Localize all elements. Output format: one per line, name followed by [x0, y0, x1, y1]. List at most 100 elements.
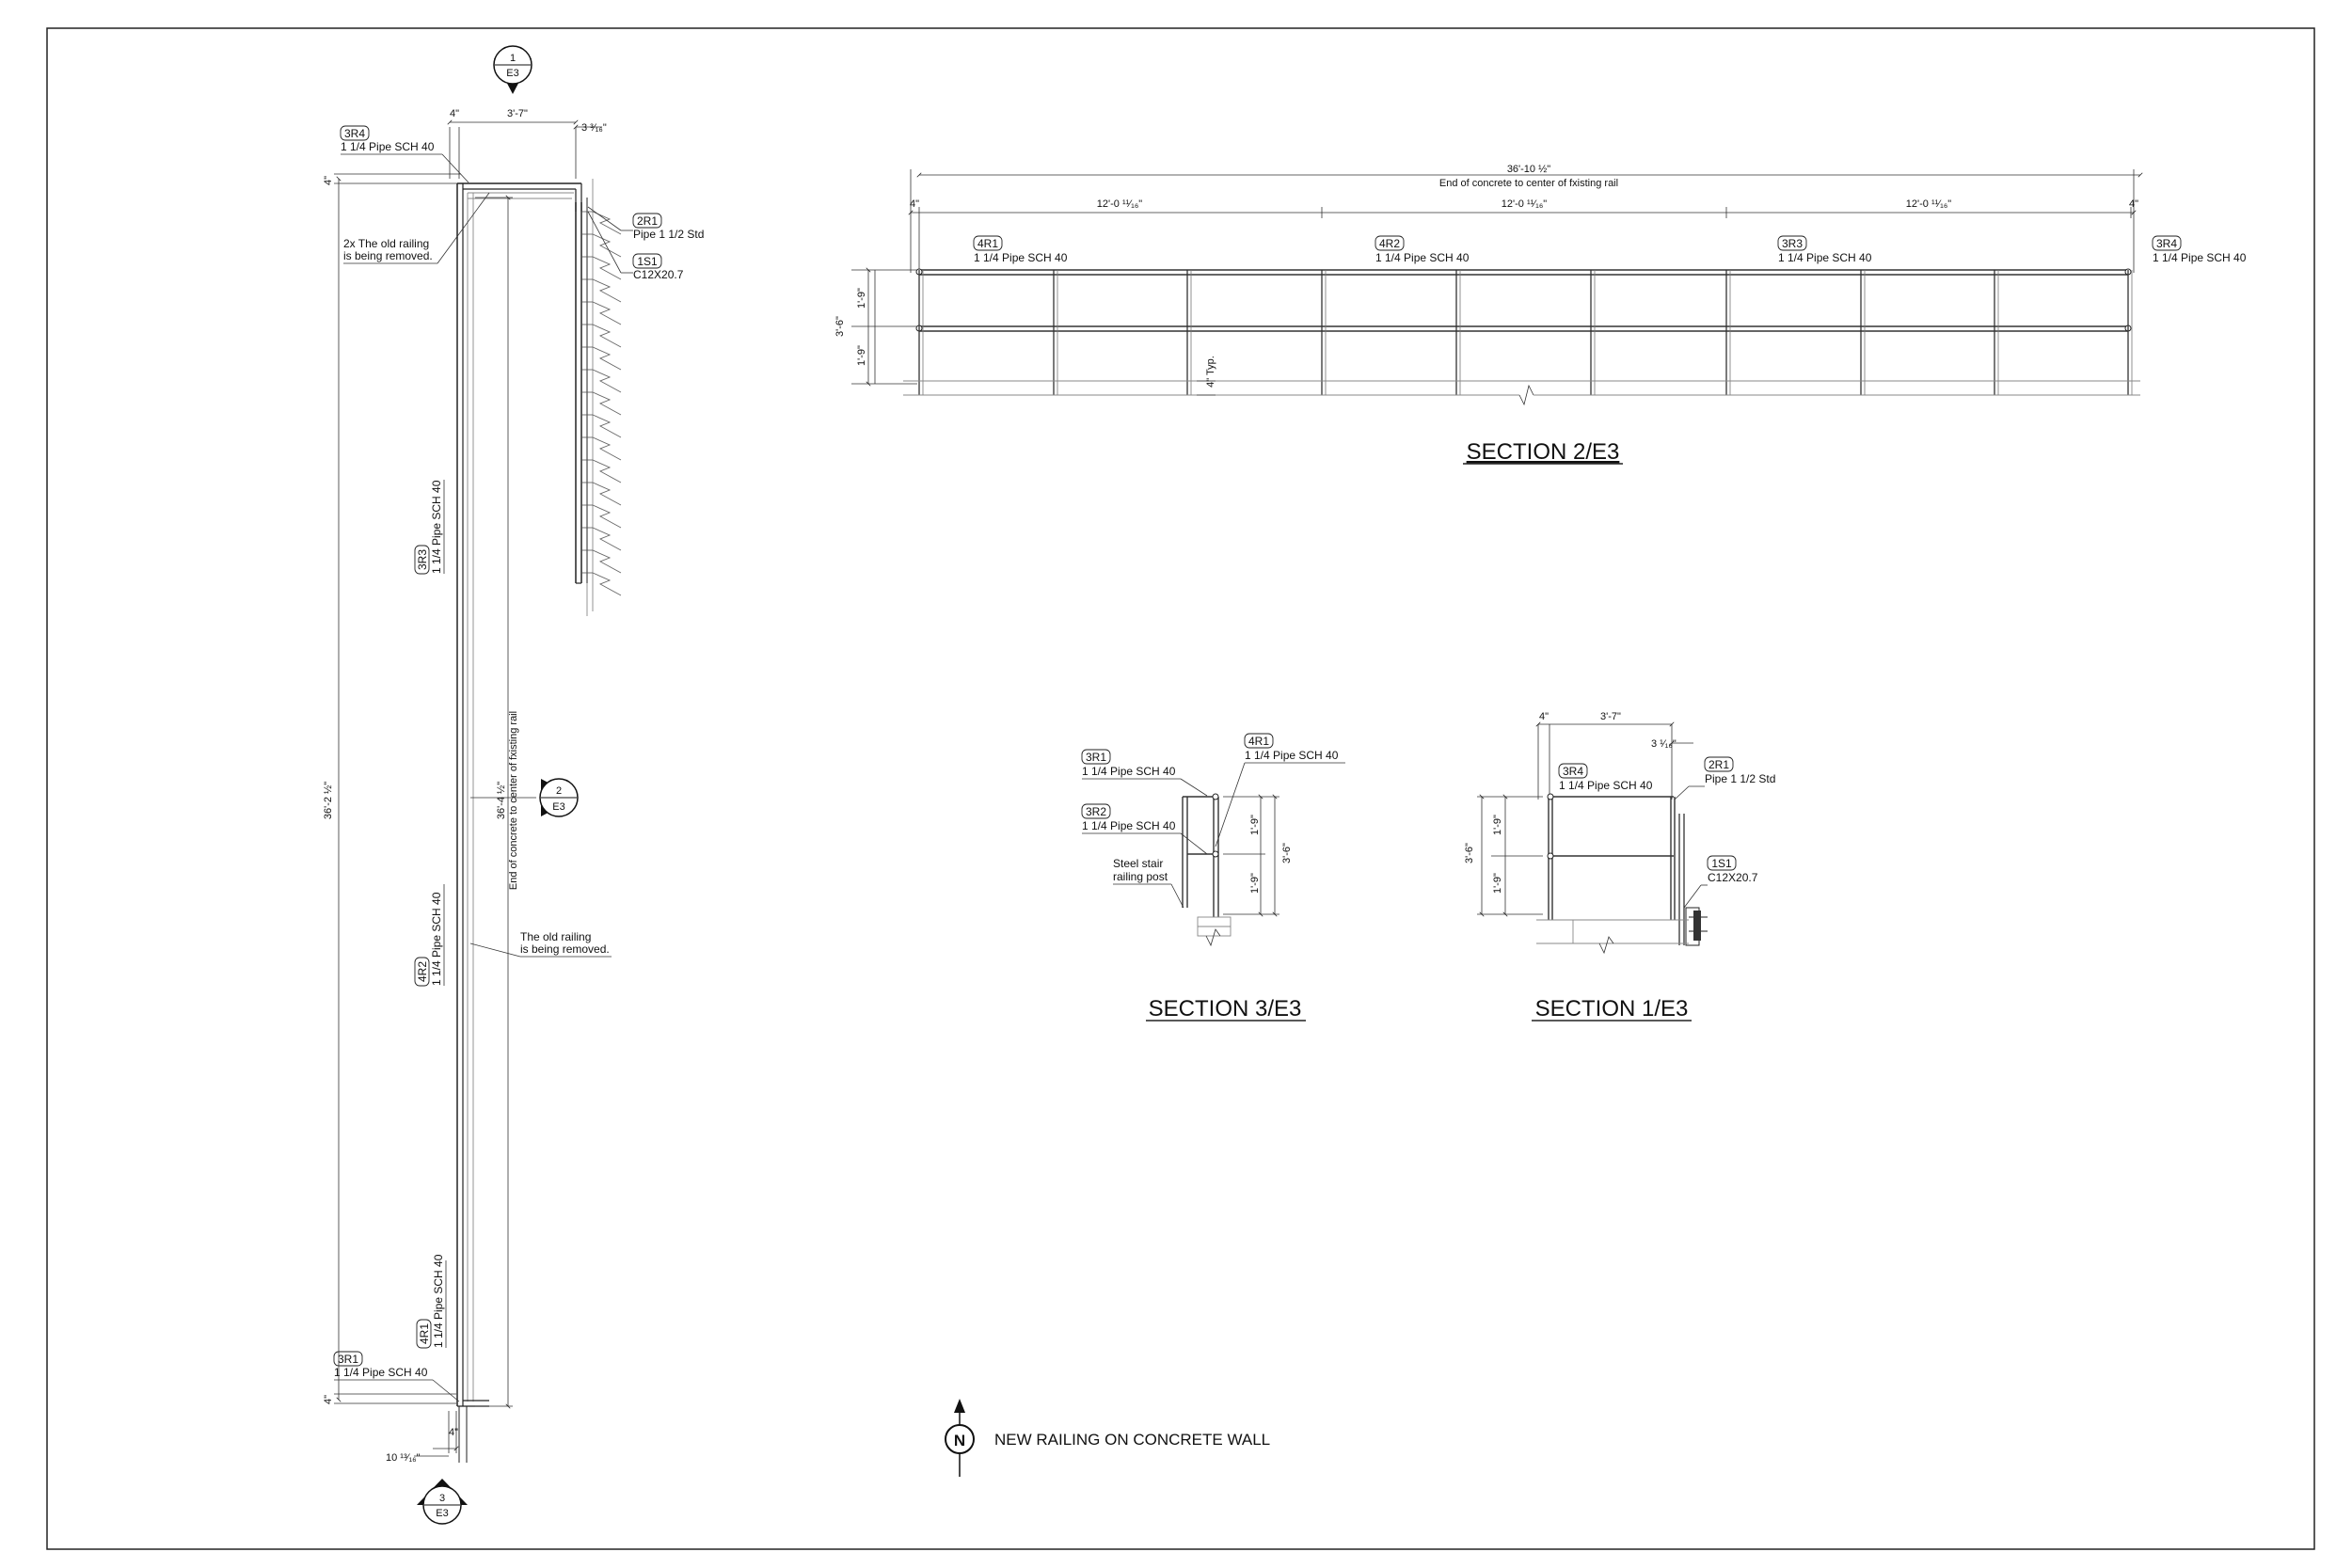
svg-text:3R1: 3R1	[1086, 751, 1106, 764]
s1-dim-upper: 1'-9"	[1492, 815, 1503, 835]
s3-note-post: Steel stair railing post	[1113, 857, 1184, 909]
stair-tooth	[592, 324, 622, 348]
stair-tooth	[592, 436, 622, 461]
svg-text:1 1/4 Pipe SCH 40: 1 1/4 Pipe SCH 40	[2153, 251, 2247, 264]
svg-text:3R4: 3R4	[344, 127, 365, 140]
plan-tag-3R1: 3R1 1 1/4 Pipe SCH 40	[333, 1351, 460, 1402]
plan-right-total-dimension: 36'-4 ½" End of concrete to center of fx…	[475, 195, 519, 1409]
section-1-detail: 4" 3'-7" 3 ¹⁄₁₆" 3R4 1 1/4 Pipe SCH 40 2…	[1464, 711, 1775, 1022]
svg-text:is being removed.: is being removed.	[520, 942, 610, 956]
s2-dim-total: 36'-10 ½"	[1507, 164, 1550, 175]
s2-dim-total-note: End of concrete to center of fxisting ra…	[1439, 178, 1618, 189]
s1-dim-4: 4"	[1539, 711, 1549, 722]
svg-text:1 1/4 Pipe SCH 40: 1 1/4 Pipe SCH 40	[1375, 251, 1470, 264]
s2-tag-4R2: 4R2 1 1/4 Pipe SCH 40	[1375, 235, 1470, 264]
section-marker-bottom[interactable]: 3 E3	[417, 1479, 468, 1525]
svg-text:1 1/4 Pipe SCH 40: 1 1/4 Pipe SCH 40	[1778, 251, 1872, 264]
svg-text:4": 4"	[449, 1427, 458, 1438]
stair-tooth	[592, 346, 622, 371]
stair-tooth	[592, 278, 622, 303]
svg-text:1 1/4 Pipe SCH 40: 1 1/4 Pipe SCH 40	[341, 140, 435, 153]
plan-tag-4R1: 4R1 1 1/4 Pipe SCH 40	[416, 1254, 445, 1349]
stair-tooth	[592, 256, 622, 280]
svg-text:3R4: 3R4	[2156, 237, 2177, 250]
stair-tooth	[592, 233, 622, 258]
plan-dim-4-bottom: 4"	[323, 1395, 334, 1404]
plan-view: 1 E3 4" 3'-7" 3 ³⁄₁₆" 3R4 1 1/4 Pipe SCH…	[323, 45, 704, 1525]
plan-left-total-dimension: 36'-2 ½"	[323, 176, 342, 1402]
s1-dim-total: 3'-6"	[1464, 843, 1475, 863]
svg-text:1 1/4 Pipe SCH 40: 1 1/4 Pipe SCH 40	[1559, 779, 1653, 792]
stair-tooth	[592, 391, 622, 416]
svg-text:10 ¹³⁄₁₆": 10 ¹³⁄₁₆"	[386, 1452, 421, 1464]
section-3-detail: 3R1 1 1/4 Pipe SCH 40 3R2 1 1/4 Pipe SCH…	[1081, 733, 1345, 1022]
svg-text:4R2: 4R2	[1379, 237, 1400, 250]
svg-text:railing post: railing post	[1113, 870, 1168, 883]
svg-text:3R4: 3R4	[1563, 765, 1583, 778]
plan-note-old-railing-2: The old railing is being removed.	[469, 930, 612, 958]
svg-text:1 1/4 Pipe SCH 40: 1 1/4 Pipe SCH 40	[1082, 765, 1176, 778]
s2-dim-h-upper: 1'-9"	[856, 288, 867, 309]
section-marker-top[interactable]: 1 E3	[493, 45, 532, 94]
stair-teeth	[581, 211, 622, 596]
svg-text:4R2: 4R2	[416, 961, 429, 982]
s2-dim-seg1: 12'-0 ¹¹⁄₁₆"	[1097, 198, 1142, 210]
plan-tag-2R1: 2R1 Pipe 1 1/2 Std	[587, 206, 704, 241]
svg-text:1 1/4 Pipe SCH 40: 1 1/4 Pipe SCH 40	[1082, 819, 1176, 832]
stair-tooth	[592, 301, 622, 325]
s2-dim-seg2: 12'-0 ¹¹⁄₁₆"	[1502, 198, 1547, 210]
svg-text:3R1: 3R1	[338, 1353, 358, 1366]
svg-text:1S1: 1S1	[637, 255, 658, 268]
svg-text:2x The old railing: 2x The old railing	[343, 237, 429, 250]
svg-text:36'-4 ½": 36'-4 ½"	[496, 782, 507, 819]
plan-dim-small: 3 ³⁄₁₆"	[581, 122, 607, 134]
svg-text:4R1: 4R1	[418, 1323, 431, 1344]
s1-dim-small: 3 ¹⁄₁₆"	[1651, 738, 1677, 750]
svg-text:C12X20.7: C12X20.7	[633, 268, 684, 281]
sheet-border	[46, 27, 2315, 1550]
plan-tag-3R3: 3R3 1 1/4 Pipe SCH 40	[414, 480, 443, 575]
plan-top-dimension: 4" 3'-7" 3 ³⁄₁₆"	[447, 108, 607, 179]
plan-dim-4-top: 4"	[323, 176, 334, 185]
stair-tooth	[592, 549, 622, 574]
section-marker-mid[interactable]: 2 E3	[470, 778, 579, 817]
s2-dim-seg3: 12'-0 ¹¹⁄₁₆"	[1906, 198, 1951, 210]
plan-stair-wall	[575, 179, 594, 616]
stair-tooth	[592, 369, 622, 393]
svg-text:is being removed.: is being removed.	[343, 249, 433, 262]
s1-tag-1S1: 1S1 C12X20.7	[1683, 855, 1758, 909]
s2-dim-h-lower: 1'-9"	[856, 345, 867, 366]
s2-dim-4-left: 4"	[910, 198, 919, 210]
marker-sheet: E3	[552, 801, 564, 813]
svg-text:4R1: 4R1	[977, 237, 998, 250]
svg-text:1 1/4 Pipe SCH 40: 1 1/4 Pipe SCH 40	[334, 1366, 428, 1379]
stair-tooth	[592, 459, 622, 483]
s1-dim-main: 3'-7"	[1600, 711, 1621, 722]
s2-dim-typ: 4" Typ.	[1205, 356, 1216, 388]
s2-dim-h-total: 3'-6"	[834, 316, 846, 337]
section-1-title: SECTION 1/E3	[1535, 996, 1689, 1022]
s2-posts	[918, 270, 2133, 395]
plan-railing	[456, 182, 582, 1463]
s3-dim-upper: 1'-9"	[1249, 815, 1261, 835]
svg-text:1 1/4 Pipe SCH 40: 1 1/4 Pipe SCH 40	[974, 251, 1068, 264]
stair-tooth	[592, 572, 622, 596]
s1-tag-3R4: 3R4 1 1/4 Pipe SCH 40	[1558, 763, 1653, 792]
svg-text:Pipe 1 1/2 Std: Pipe 1 1/2 Std	[1705, 772, 1775, 785]
plan-tag-3R4: 3R4 1 1/4 Pipe SCH 40	[340, 125, 469, 183]
svg-text:1 1/4 Pipe SCH 40: 1 1/4 Pipe SCH 40	[1245, 749, 1339, 762]
svg-text:Steel stair: Steel stair	[1113, 857, 1163, 870]
svg-text:The old railing: The old railing	[520, 930, 591, 943]
s3-dim-total: 3'-6"	[1281, 843, 1293, 863]
svg-text:3R2: 3R2	[1086, 805, 1106, 818]
s1-tag-2R1: 2R1 Pipe 1 1/2 Std	[1674, 756, 1775, 800]
plan-note-old-railing-1: 2x The old railing is being removed.	[343, 192, 490, 264]
section-2-title: SECTION 2/E3	[1467, 439, 1620, 465]
s2-dim-4-right: 4"	[2129, 198, 2138, 210]
marker-sheet: E3	[506, 68, 518, 79]
s2-tag-3R3: 3R3 1 1/4 Pipe SCH 40	[1777, 235, 1872, 264]
svg-text:1 1/4 Pipe SCH 40: 1 1/4 Pipe SCH 40	[430, 480, 443, 574]
north-letter: N	[954, 1432, 965, 1449]
stair-tooth	[592, 414, 622, 438]
